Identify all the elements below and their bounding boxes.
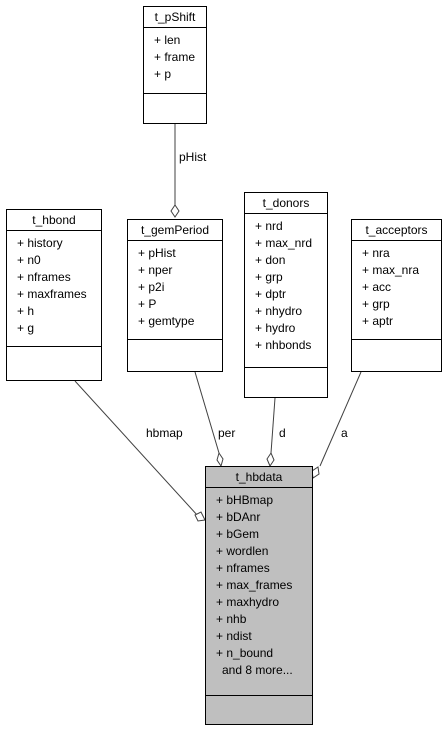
member-item: + nhbonds xyxy=(255,338,312,352)
class-members: + len + frame + p xyxy=(144,28,206,94)
member-item: + frame xyxy=(154,50,196,64)
class-title: t_hbond xyxy=(7,210,101,231)
member-item: + p xyxy=(154,67,172,81)
class-box-t-hbdata[interactable]: t_hbdata + bHBmap + bDAnr + bGem + wordl… xyxy=(205,466,313,725)
member-item: + len xyxy=(154,33,181,47)
edge-label-phist: pHist xyxy=(179,150,207,164)
more-members-text: and 8 more... xyxy=(222,663,293,677)
member-item: + bDAnr xyxy=(216,510,261,524)
edge-d-line xyxy=(270,397,276,454)
class-title: t_acceptors xyxy=(352,220,441,241)
member-item: + nhb xyxy=(216,612,247,626)
member-item: + aptr xyxy=(362,314,394,328)
member-item: + hydro xyxy=(255,321,296,335)
class-members: + history + n0 + nframes + maxframes + h… xyxy=(7,231,101,347)
edge-d-diamond xyxy=(266,451,275,468)
class-title: t_donors xyxy=(245,193,327,214)
member-item: + dptr xyxy=(255,287,287,301)
member-item: + nhydro xyxy=(255,304,303,318)
member-item: + nper xyxy=(138,263,173,277)
member-item: + ndist xyxy=(216,629,252,643)
member-item: + gemtype xyxy=(138,314,195,328)
member-item: + maxhydro xyxy=(216,595,280,609)
member-item: + wordlen xyxy=(216,544,269,558)
class-members: + nrd + max_nrd + don + grp + dptr + nhy… xyxy=(245,214,327,368)
class-title: t_pShift xyxy=(144,7,206,28)
member-item: + grp xyxy=(255,270,283,284)
member-item: + bGem xyxy=(216,527,260,541)
edge-per-line xyxy=(194,371,220,454)
member-item: + max_nrd xyxy=(255,236,313,250)
class-box-t-gemperiod[interactable]: t_gemPeriod + pHist + nper + p2i + P + g… xyxy=(127,219,223,372)
edge-hbmap-line xyxy=(74,380,199,517)
class-box-t-acceptors[interactable]: t_acceptors + nra + max_nra + acc + grp … xyxy=(351,219,442,372)
edge-per-diamond xyxy=(216,451,224,468)
member-item: + P xyxy=(138,297,157,311)
class-box-t-donors[interactable]: t_donors + nrd + max_nrd + don + grp + d… xyxy=(244,192,328,398)
member-item: + g xyxy=(17,321,35,335)
edge-label-hbmap: hbmap xyxy=(146,426,183,440)
member-item: + p2i xyxy=(138,280,165,294)
class-members: + pHist + nper + p2i + P + gemtype xyxy=(128,241,222,340)
class-title: t_hbdata xyxy=(206,467,312,488)
member-item: + n0 xyxy=(17,253,41,267)
member-item: + nra xyxy=(362,246,390,260)
member-item: + grp xyxy=(362,297,390,311)
member-item: + bHBmap xyxy=(216,493,274,507)
class-members: + bHBmap + bDAnr + bGem + wordlen + nfra… xyxy=(206,488,312,696)
edge-a-line xyxy=(319,371,362,467)
edge-label-d: d xyxy=(279,426,286,440)
member-item: + nframes xyxy=(17,270,71,284)
edge-a-diamond xyxy=(311,466,320,479)
edge-phist-diamond xyxy=(170,204,180,218)
member-item: + pHist xyxy=(138,246,176,260)
member-item: + max_frames xyxy=(216,578,293,592)
class-box-t-hbond[interactable]: t_hbond + history + n0 + nframes + maxfr… xyxy=(6,209,102,381)
member-item: + acc xyxy=(362,280,392,294)
member-item: + history xyxy=(17,236,63,250)
member-item: + max_nra xyxy=(362,263,420,277)
member-item: + maxframes xyxy=(17,287,87,301)
edge-label-per: per xyxy=(218,426,236,440)
edge-label-a: a xyxy=(341,426,348,440)
edge-hbmap-diamond xyxy=(194,511,206,522)
class-title: t_gemPeriod xyxy=(128,220,222,241)
member-item: + nframes xyxy=(216,561,270,575)
member-item: + h xyxy=(17,304,35,318)
member-item: + don xyxy=(255,253,286,267)
class-members: + nra + max_nra + acc + grp + aptr xyxy=(352,241,441,340)
class-box-t-pshift[interactable]: t_pShift + len + frame + p xyxy=(143,6,207,124)
member-item: + n_bound xyxy=(216,646,274,660)
member-item: + nrd xyxy=(255,219,283,233)
